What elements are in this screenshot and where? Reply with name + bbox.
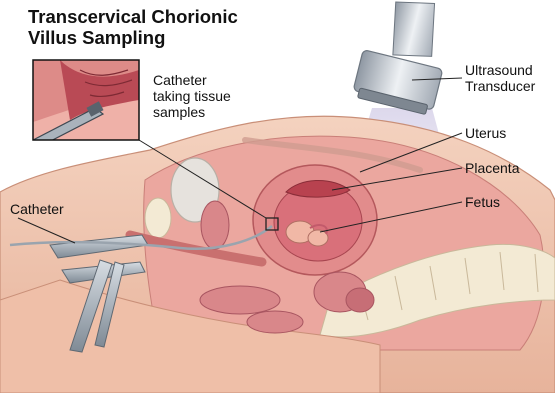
title-line-1: Transcervical Chorionic [28,6,238,27]
label-catheter-inset-line-3: samples [153,104,231,120]
label-catheter-inset: Catheter taking tissue samples [153,72,231,120]
label-ultrasound-line-1: Ultrasound [465,62,535,78]
pubic-bone [145,198,171,238]
title-line-2: Villus Sampling [28,27,238,48]
label-uterus: Uterus [465,125,506,141]
label-ultrasound-transducer: Ultrasound Transducer [465,62,535,94]
ultrasound-transducer [352,0,458,116]
label-ultrasound-line-2: Transducer [465,78,535,94]
label-fetus: Fetus [465,194,500,210]
label-catheter-inset-line-2: taking tissue [153,88,231,104]
catheter-inset-view [33,58,139,146]
diagram-title: Transcervical Chorionic Villus Sampling [28,6,238,48]
label-catheter-inset-line-1: Catheter [153,72,231,88]
label-catheter: Catheter [10,201,64,217]
label-placenta: Placenta [465,160,519,176]
